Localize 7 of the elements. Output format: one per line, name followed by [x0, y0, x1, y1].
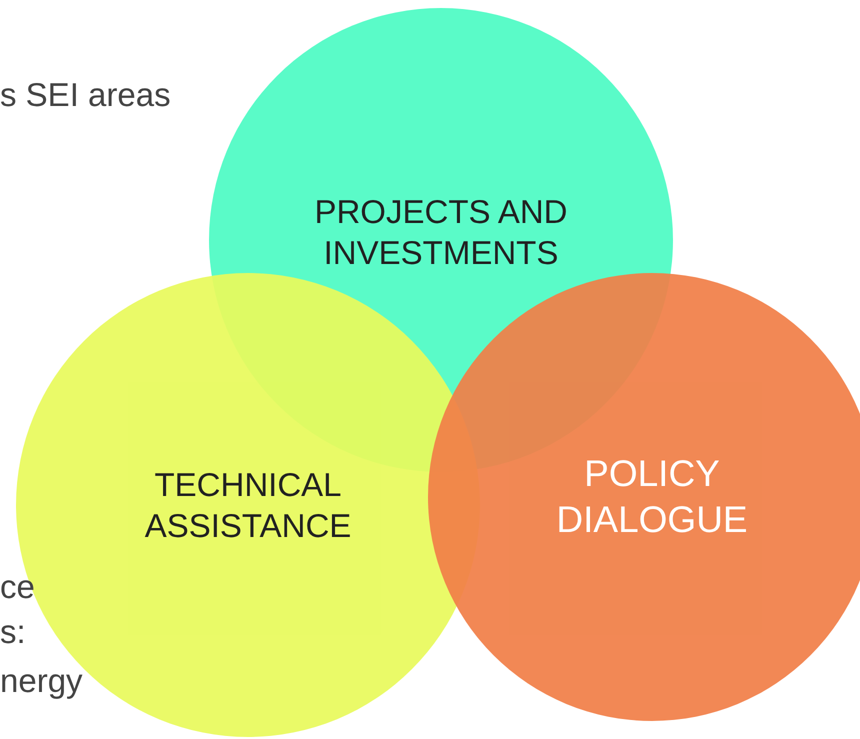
side-note-text: s: — [0, 615, 26, 648]
circle-label: TECHNICAL ASSISTANCE — [144, 464, 352, 546]
side-note-text: nergy — [0, 664, 83, 697]
side-note-text: s SEI areas — [0, 78, 171, 111]
circle-label: POLICY DIALOGUE — [555, 452, 749, 542]
side-note-text: ce — [0, 570, 35, 603]
circle-label: PROJECTS AND INVESTMENTS — [313, 192, 569, 273]
